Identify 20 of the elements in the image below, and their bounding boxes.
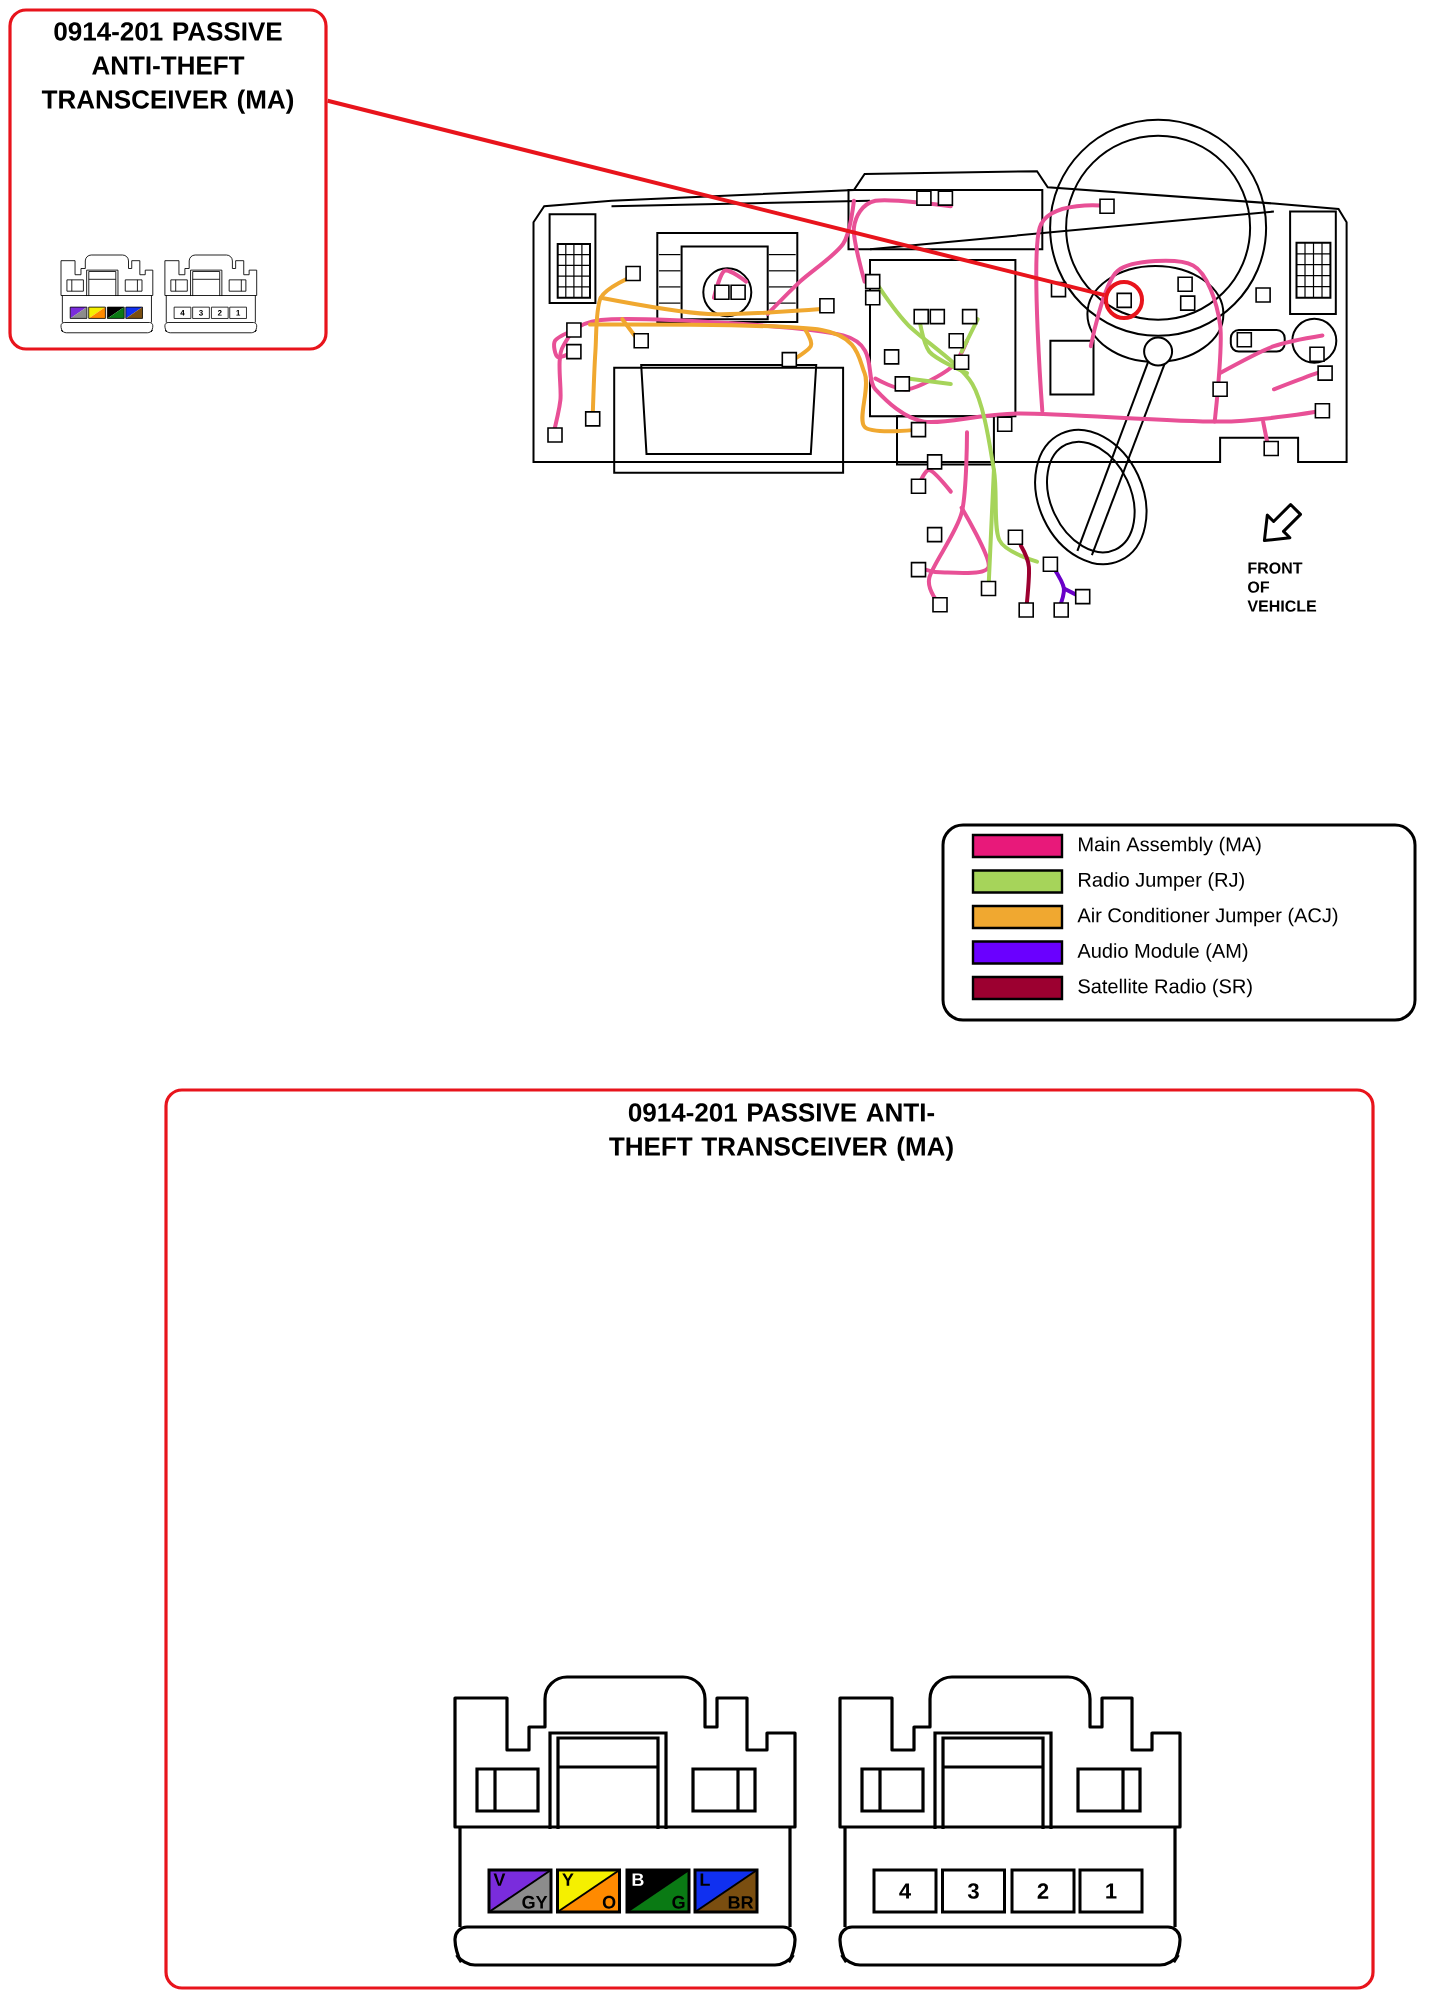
leader-line [327, 98, 1106, 298]
highlight-circle [1104, 280, 1144, 320]
pin-cell: V GY [487, 1868, 553, 1914]
pin-cell: 2 [1010, 1868, 1076, 1914]
legend-text: Air Conditioner Jumper (ACJ) [1077, 907, 1338, 927]
pin-cell: B G [625, 1868, 691, 1914]
pin-cell: 3 [941, 1868, 1006, 1914]
pin-number: 2 [211, 306, 229, 319]
pin-number: 4 [173, 306, 192, 319]
pin-number: 3 [192, 306, 210, 319]
legend-text: Audio Module (AM) [1077, 943, 1248, 962]
pin-cell: 1 [1078, 1868, 1144, 1914]
pin-number: 1 [229, 306, 247, 319]
pin-cell: Y O [556, 1868, 621, 1914]
legend-text: Main Assembly (MA) [1079, 836, 1261, 856]
legend-text: Satellite Radio (SR) [1078, 978, 1252, 998]
pin-cell: 4 [872, 1868, 938, 1914]
legend-text: Radio Jumper (RJ) [1079, 872, 1244, 891]
direction-label: FRONT OF VEHICLE [1247, 562, 1317, 612]
pin-cell: L BR [693, 1868, 759, 1914]
